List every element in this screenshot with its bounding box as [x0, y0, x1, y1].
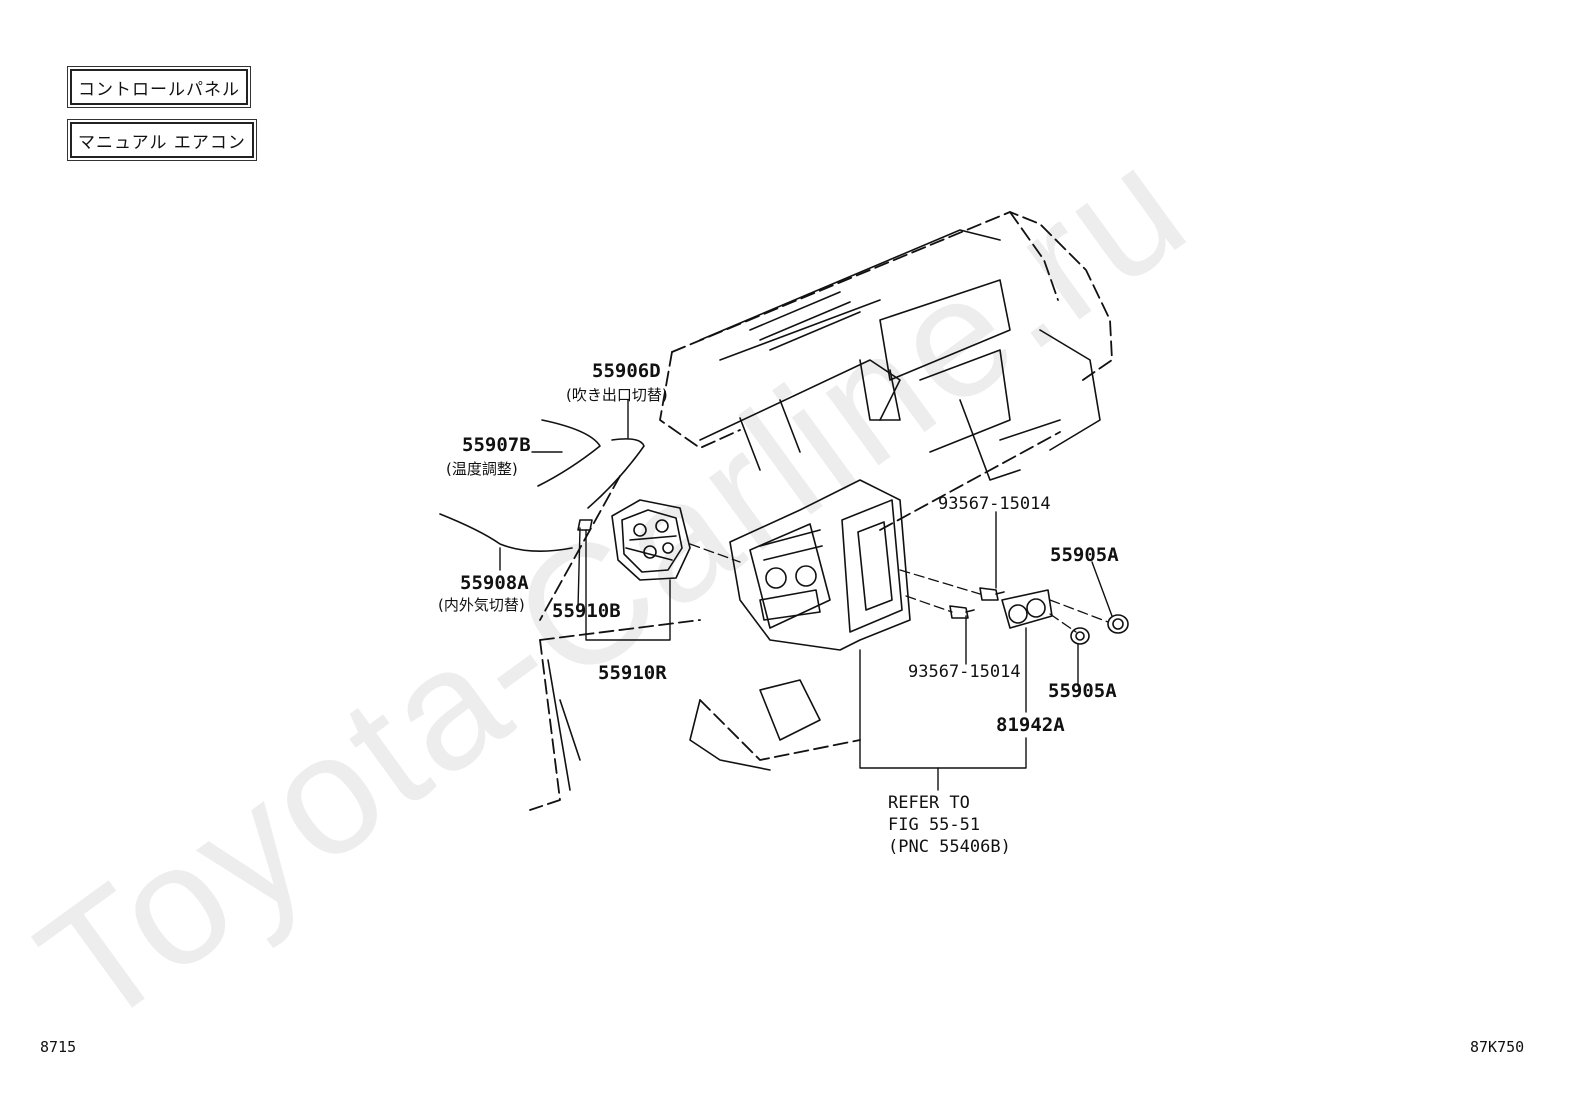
- center-panel: [729, 479, 911, 651]
- knob-panel: [1001, 589, 1053, 629]
- screws: [949, 587, 1005, 619]
- part-label-55906d[interactable]: 55906D: [592, 360, 661, 382]
- part-label-55905a-upper[interactable]: 55905A: [1050, 544, 1119, 566]
- part-label-55907b[interactable]: 55907B: [462, 434, 531, 456]
- clip-55910b: [577, 519, 593, 531]
- leader-lines: [499, 399, 1113, 791]
- part-label-55905a-lower[interactable]: 55905A: [1048, 680, 1117, 702]
- knobs: [1070, 614, 1129, 645]
- part-desc-55908a: (内外気切替): [438, 596, 525, 614]
- dashboard-detail: [547, 229, 1101, 791]
- cables: [439, 419, 645, 552]
- refer-note: REFER TO FIG 55-51 (PNC 55406B): [888, 793, 1011, 857]
- part-label-93567-15014-lower[interactable]: 93567-15014: [908, 662, 1021, 682]
- category-tag-control-panel: コントロールパネル: [67, 66, 251, 108]
- category-tag-manual-aircon: マニュアル エアコン: [67, 119, 257, 161]
- footer-left-code: 8715: [40, 1038, 77, 1056]
- dashboard-outline: [529, 211, 1113, 811]
- part-label-55908a[interactable]: 55908A: [460, 572, 529, 594]
- footer-right-code: 87K750: [1470, 1038, 1525, 1056]
- part-label-93567-15014-upper[interactable]: 93567-15014: [938, 494, 1051, 514]
- part-label-55910r[interactable]: 55910R: [598, 662, 667, 684]
- part-label-55910b[interactable]: 55910B: [552, 600, 621, 622]
- ac-control-assembly: [611, 499, 691, 581]
- phantom-lines: [689, 543, 1109, 633]
- part-label-81942a[interactable]: 81942A: [996, 714, 1065, 736]
- part-desc-55906d: (吹き出口切替): [566, 386, 668, 404]
- part-desc-55907b: (温度調整): [446, 460, 518, 478]
